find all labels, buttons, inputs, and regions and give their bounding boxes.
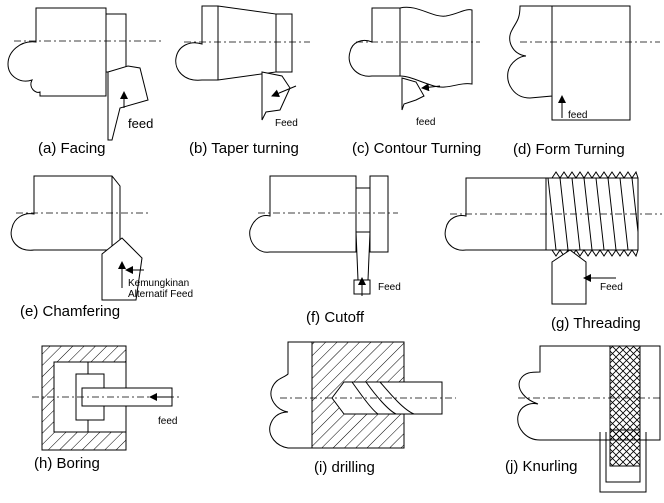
caption-drilling: (i) drilling: [314, 459, 375, 476]
workpiece-a: [7, 7, 107, 97]
caption-knurling: (j) Knurling: [505, 458, 578, 475]
panel-chamfering: Kemungkinan Alternatif Feed (e) Chamferi…: [10, 175, 193, 320]
taper-end-b: [275, 13, 293, 73]
label-boring-feed: feed: [158, 416, 177, 427]
label-chamfer-possible: Kemungkinan: [128, 278, 189, 289]
panel-cutoff: Feed (f) Cutoff: [249, 175, 401, 326]
label-taper-feed: Feed: [275, 118, 298, 129]
label-chamfer-alt-feed: Alternatif Feed: [128, 289, 193, 300]
panel-form-turning: feed (d) Form Turning: [507, 5, 660, 158]
knurled-section: [609, 345, 641, 441]
cutoff-tool: [355, 231, 371, 281]
panel-threading: Feed (g) Threading: [444, 170, 662, 332]
label-facing-feed: feed: [128, 116, 153, 131]
panel-boring: feed (h) Boring: [32, 345, 182, 472]
caption-contour: (c) Contour Turning: [352, 140, 481, 157]
label-cutoff-feed: Feed: [378, 282, 401, 293]
panel-drilling: (i) drilling: [269, 341, 456, 476]
workpiece-d: [507, 5, 553, 99]
face-step-a: [105, 13, 127, 73]
caption-boring: (h) Boring: [34, 455, 100, 472]
facing-tool: [107, 65, 149, 141]
caption-chamfering: (e) Chamfering: [20, 303, 120, 320]
knurl-wheel: [609, 429, 641, 467]
cutoff-neck: [355, 187, 371, 233]
taper-tool: [261, 71, 291, 121]
threading-tool: [551, 249, 587, 305]
caption-facing: (a) Facing: [38, 140, 106, 157]
label-thread-feed: Feed: [600, 282, 623, 293]
caption-form: (d) Form Turning: [513, 141, 625, 158]
caption-cutoff: (f) Cutoff: [306, 309, 365, 326]
panel-knurling: (j) Knurling: [505, 345, 662, 493]
form-body-d: [551, 5, 631, 121]
contour-tool: [401, 77, 425, 111]
workpiece-c: [348, 6, 473, 88]
panel-facing: feed (a) Facing: [7, 7, 162, 157]
caption-threading: (g) Threading: [551, 315, 641, 332]
knurl-tool-frame: [599, 432, 647, 493]
cutoff-end: [369, 175, 389, 253]
workpiece-f: [249, 175, 357, 253]
workpiece-j: [517, 345, 611, 441]
label-form-feed: feed: [568, 110, 587, 121]
panel-taper-turning: Feed (b) Taper turning: [175, 5, 310, 157]
panel-contour-turning: feed (c) Contour Turning: [348, 6, 481, 157]
workpiece-b: [175, 5, 277, 81]
label-contour-feed: feed: [416, 117, 435, 128]
chuck-i: [269, 341, 313, 449]
caption-taper: (b) Taper turning: [189, 140, 299, 157]
